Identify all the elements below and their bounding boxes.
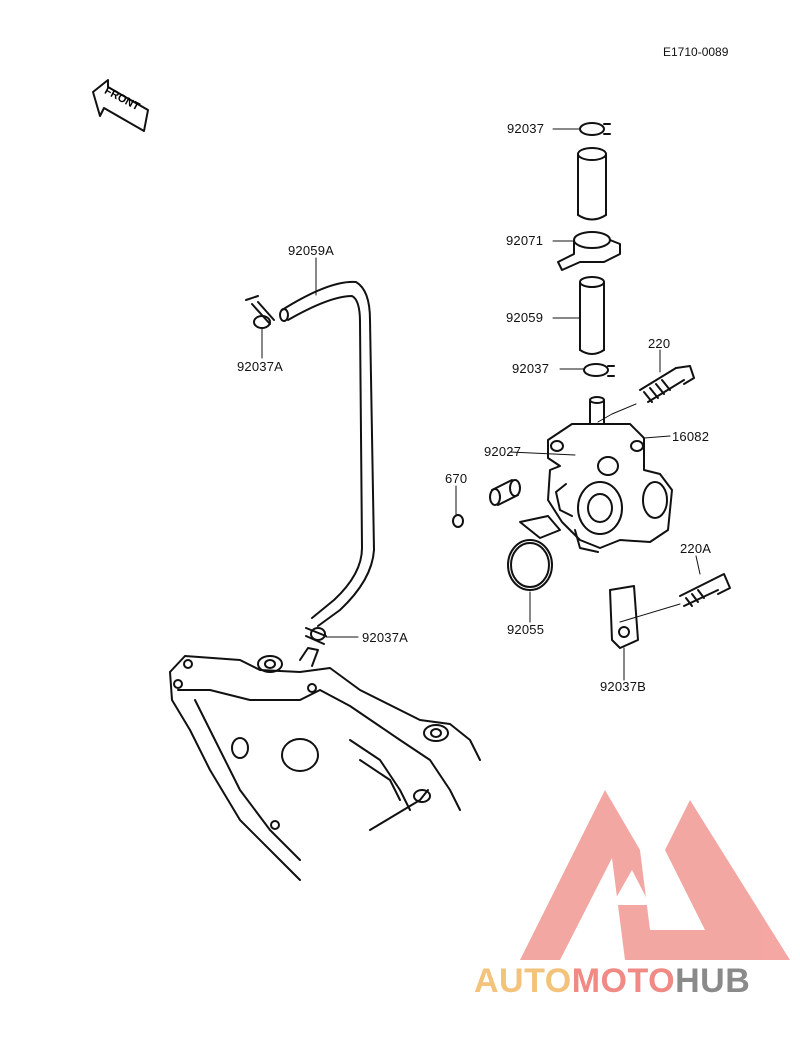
bolt-220A [679,573,731,607]
oring-670 [452,514,464,528]
clip-92037-top [579,122,611,136]
part-label-92027: 92027 [484,444,522,459]
part-label-92037-mid: 92037 [512,361,550,376]
hose-92059A [279,280,375,627]
part-label-92037B: 92037B [600,679,647,694]
watermark-part-hub: HUB [675,962,751,1000]
bolt-220 [639,365,695,403]
part-label-92059A: 92059A [288,243,335,258]
clip-92037A-top [245,295,275,329]
oil-pump-16082 [519,396,673,553]
clip-92037A-bottom [305,627,327,645]
clamp-92071 [557,231,621,271]
part-label-92037A-top: 92037A [237,359,284,374]
document-code: E1710-0089 [663,45,729,59]
part-label-92071: 92071 [506,233,544,248]
spacer-92027 [489,479,521,506]
part-label-670: 670 [445,471,468,486]
part-label-220A: 220A [680,541,712,556]
watermark-text: AUTOMOTOHUB [474,962,750,1001]
leader-lines [261,128,701,681]
part-label-92055: 92055 [507,622,545,637]
hose-92059 [579,276,605,355]
watermark-logo [520,790,790,960]
part-label-16082: 16082 [672,429,710,444]
part-label-220: 220 [648,336,671,351]
front-arrow [92,79,149,132]
watermark-part-auto: AUTO [474,962,572,1000]
hose-upper [577,147,607,221]
part-label-92037-top: 92037 [507,121,545,136]
bracket-92037B [609,585,639,649]
oring-92055 [507,539,553,591]
clip-92037-mid [583,363,615,377]
crankcase [169,647,481,881]
watermark-part-moto: MOTO [571,962,676,1000]
part-label-92037A-bottom: 92037A [362,630,409,645]
part-label-92059: 92059 [506,310,544,325]
